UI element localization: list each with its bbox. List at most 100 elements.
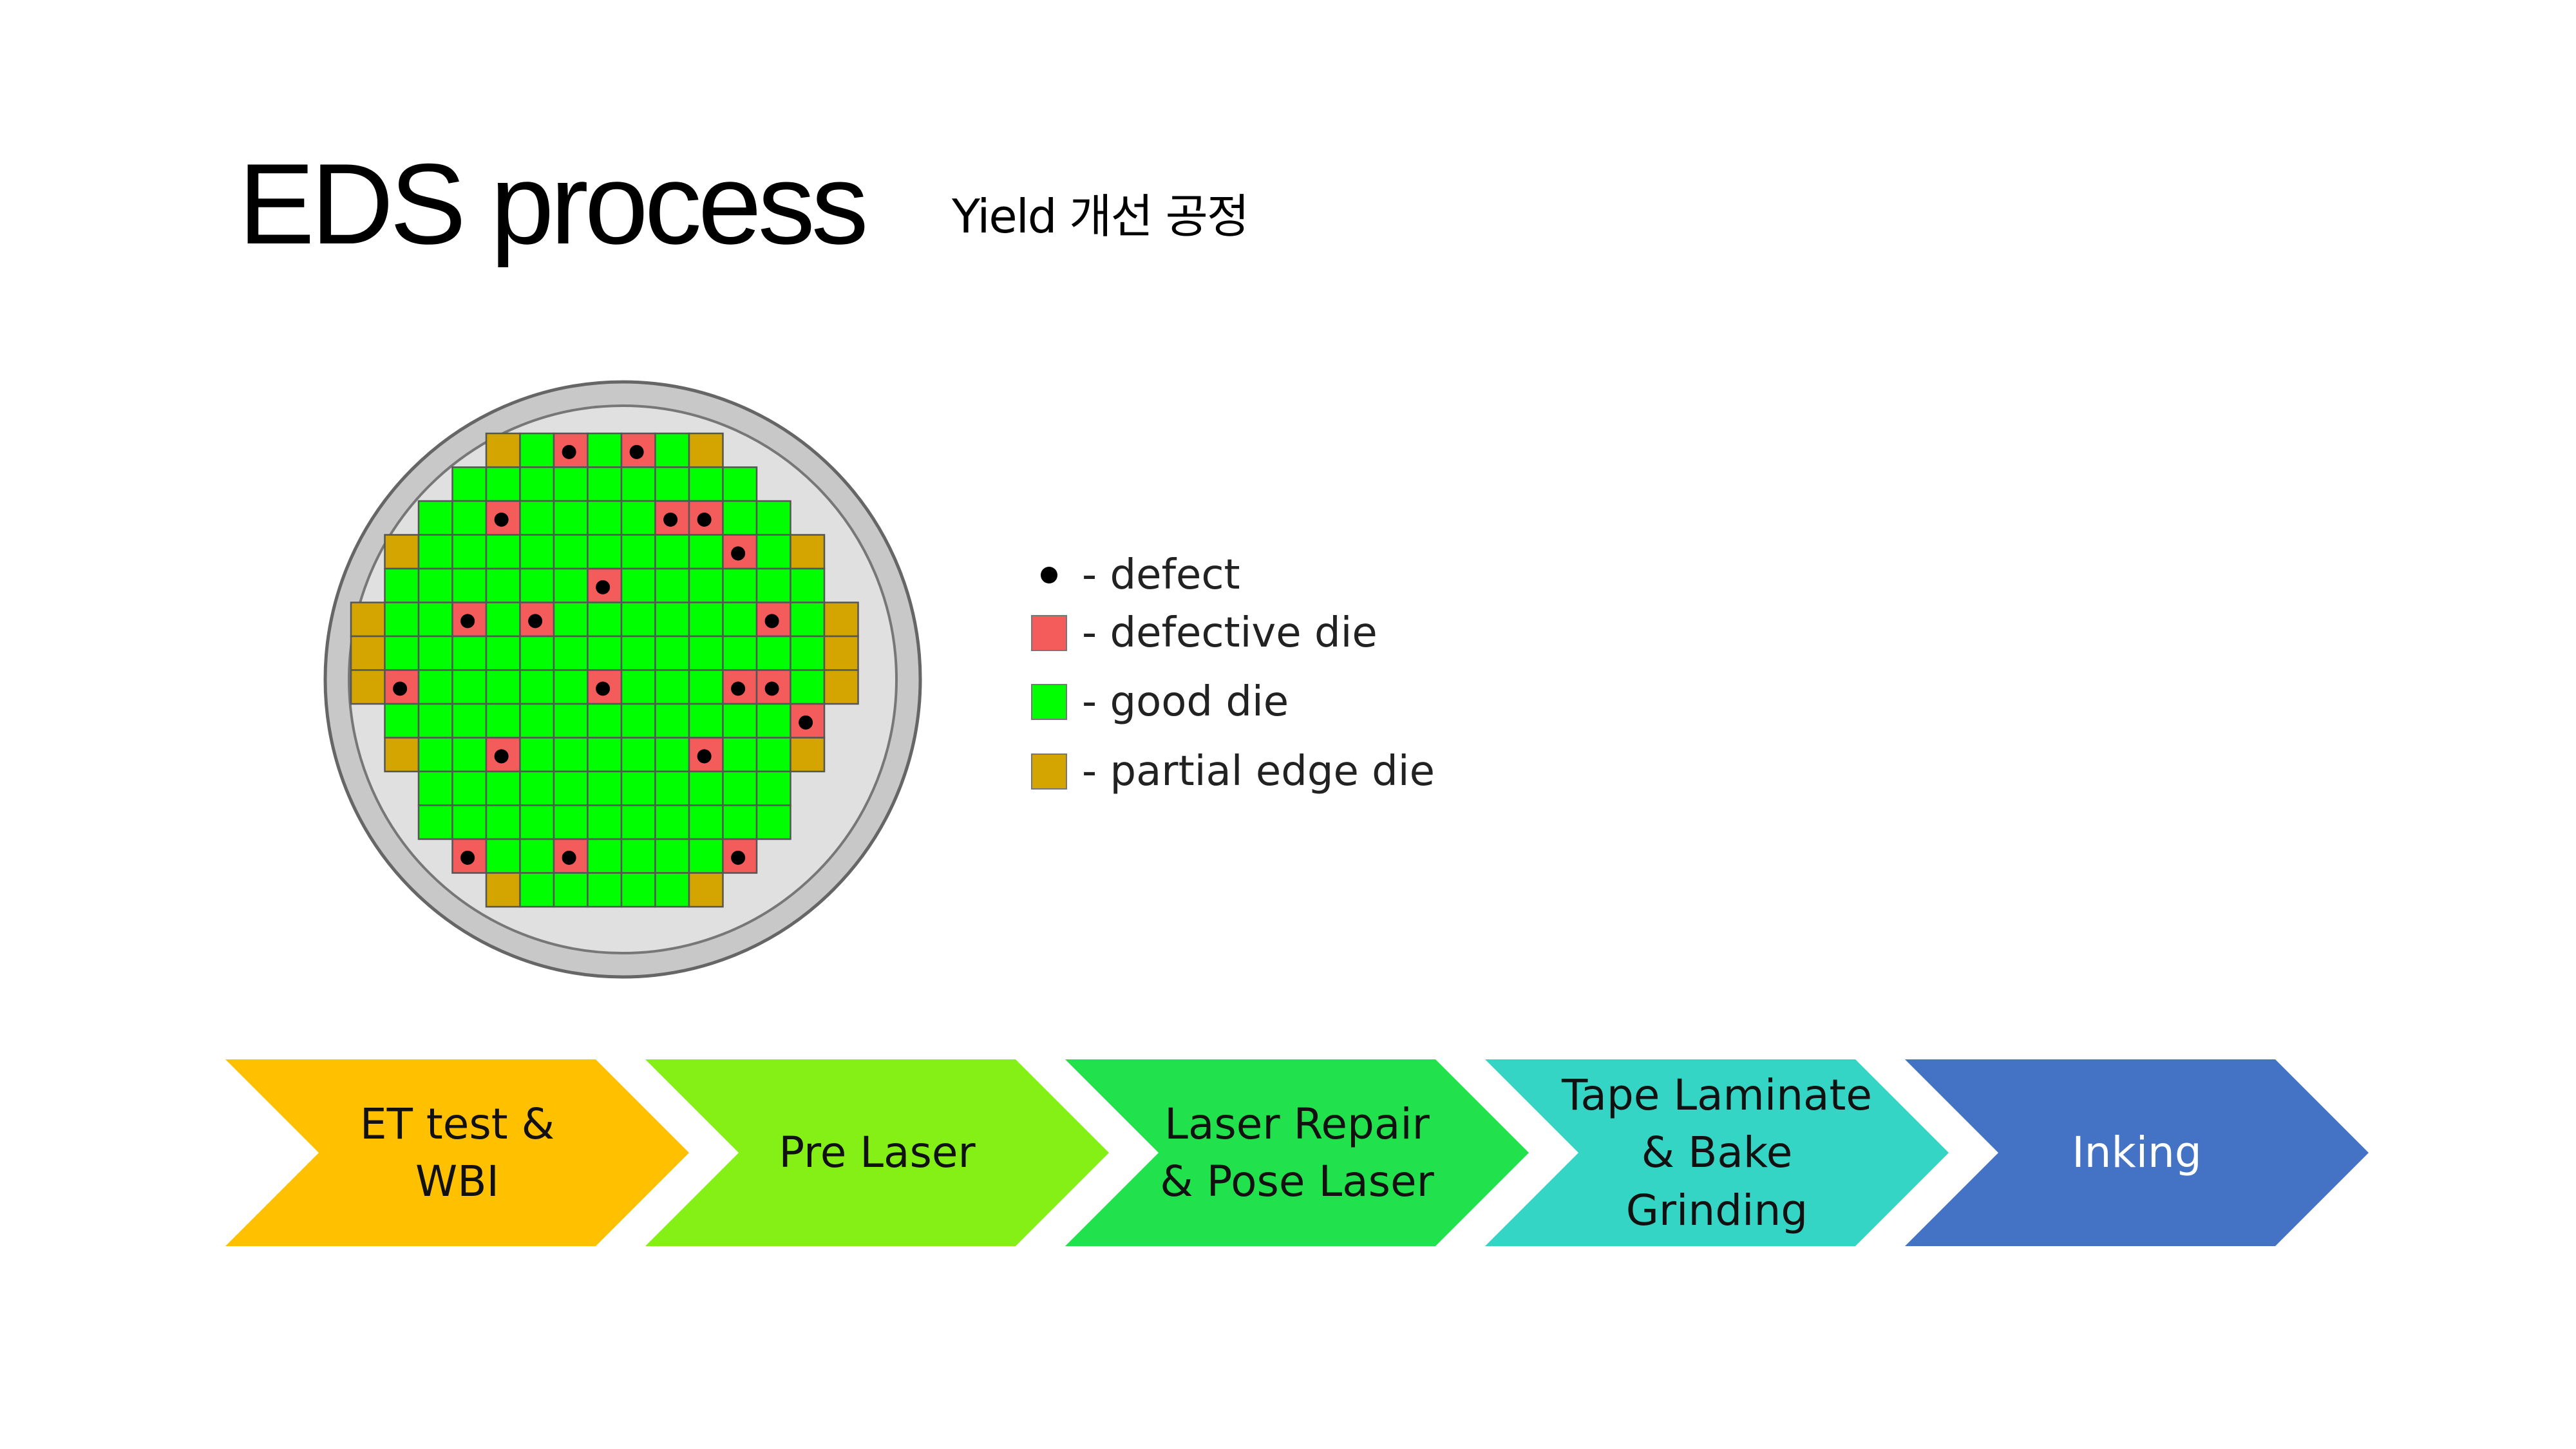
good-die	[417, 601, 453, 638]
good-die	[587, 838, 623, 874]
good-die	[654, 635, 690, 671]
defect-dot	[663, 512, 678, 527]
good-die	[553, 466, 589, 502]
legend-label: - defective die	[1082, 609, 1378, 657]
good-die	[688, 770, 724, 806]
good-die	[587, 466, 623, 502]
partial-edge-die	[823, 669, 859, 705]
defect-dot	[697, 512, 712, 527]
process-step-chevron	[1065, 1059, 1529, 1246]
wafer-die-grid	[350, 432, 859, 908]
defect-dot	[764, 614, 779, 629]
good-die	[620, 534, 656, 570]
defect-dot	[528, 614, 543, 629]
good-die	[553, 737, 589, 773]
good-die	[417, 567, 453, 603]
defective-die	[587, 567, 623, 603]
good-die	[654, 466, 690, 502]
good-die	[620, 567, 656, 603]
defect-dot	[697, 749, 712, 764]
legend-item: - defective die	[1030, 609, 1378, 657]
defect-dot	[731, 681, 746, 696]
good-die	[654, 872, 690, 908]
defect-dot	[629, 444, 644, 459]
good-die	[722, 567, 758, 603]
good-die	[587, 635, 623, 671]
good-die	[688, 703, 724, 739]
defect-dot	[460, 614, 475, 629]
legend-item: - partial edge die	[1030, 748, 1435, 795]
defect-dot	[596, 681, 611, 696]
good-die	[688, 466, 724, 502]
partial-edge-die-swatch	[1030, 753, 1068, 790]
wafer-map	[323, 380, 922, 979]
defect-dot	[393, 681, 408, 696]
defect-dot	[764, 681, 779, 696]
good-die	[384, 601, 420, 638]
good-die	[688, 635, 724, 671]
good-die	[755, 804, 791, 840]
good-die	[485, 770, 521, 806]
process-step-label: Pre Laser	[779, 1128, 976, 1178]
process-step-chevron	[645, 1059, 1109, 1246]
good-die	[620, 804, 656, 840]
defect-dot	[562, 444, 576, 459]
partial-edge-die	[384, 737, 420, 773]
good-die	[485, 567, 521, 603]
good-die	[722, 466, 758, 502]
legend-label: - good die	[1082, 678, 1289, 726]
defect-dot	[494, 512, 509, 527]
page-subtitle: Yield 개선 공정	[952, 189, 1249, 243]
good-die	[654, 432, 690, 468]
partial-edge-die	[350, 635, 386, 671]
good-die	[451, 635, 488, 671]
page-title: EDS process	[238, 140, 869, 268]
defect-dot	[596, 580, 611, 594]
good-die	[417, 703, 453, 739]
partial-edge-die	[688, 432, 724, 468]
good-die	[519, 669, 555, 705]
good-die	[485, 601, 521, 638]
good-die	[519, 466, 555, 502]
process-step-label: Laser Repair & Pose Laser	[1160, 1099, 1434, 1206]
good-die	[451, 500, 488, 536]
good-die	[688, 534, 724, 570]
good-die	[755, 567, 791, 603]
process-step-chevron	[225, 1059, 689, 1246]
defect-dot	[731, 546, 746, 561]
defect-dot	[731, 850, 746, 865]
good-die	[620, 635, 656, 671]
good-die	[451, 737, 488, 773]
legend-item: - defect	[1030, 551, 1240, 599]
process-step-chevron	[1485, 1059, 1949, 1246]
process-step-label: ET test & WBI	[359, 1099, 555, 1206]
good-die	[620, 703, 656, 739]
good-die	[417, 804, 453, 840]
good-die	[553, 669, 589, 705]
good-die	[587, 872, 623, 908]
defect-dot-icon	[1030, 556, 1068, 594]
good-die	[451, 567, 488, 603]
good-die	[553, 500, 589, 536]
good-die	[587, 703, 623, 739]
good-die	[587, 804, 623, 840]
good-die	[654, 669, 690, 705]
defect-dot	[799, 715, 813, 730]
good-die	[620, 466, 656, 502]
good-die	[654, 601, 690, 638]
legend-label: - partial edge die	[1082, 748, 1435, 795]
good-die	[553, 770, 589, 806]
good-die	[519, 838, 555, 874]
partial-edge-die	[688, 872, 724, 908]
good-die	[451, 466, 488, 502]
partial-edge-die	[485, 432, 521, 468]
good-die	[553, 601, 589, 638]
good-die	[722, 804, 758, 840]
partial-edge-die	[823, 601, 859, 638]
legend-label: - defect	[1082, 551, 1240, 599]
partial-edge-die	[823, 635, 859, 671]
good-die-swatch	[1030, 683, 1068, 721]
partial-edge-die	[350, 601, 386, 638]
process-step-label: Tape Laminate & Bake Grinding	[1562, 1070, 1872, 1235]
